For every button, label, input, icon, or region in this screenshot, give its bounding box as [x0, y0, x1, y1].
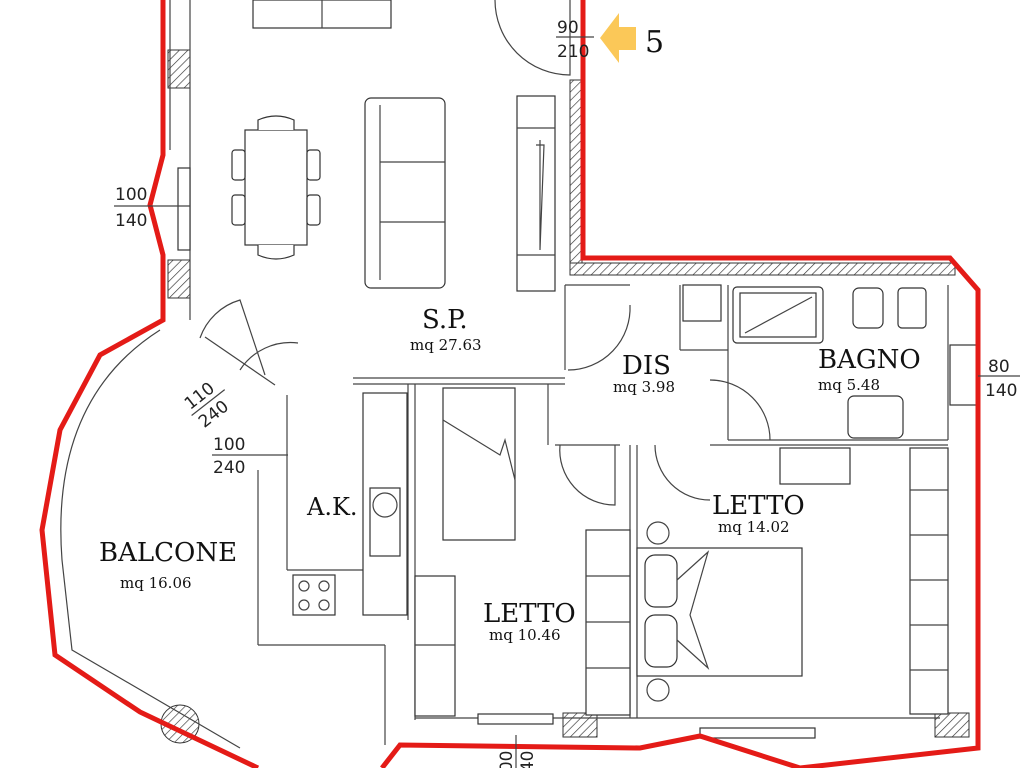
- apartment-outline-right: [380, 0, 981, 768]
- room-name-bagno: BAGNO: [818, 345, 921, 375]
- svg-text:210: 210: [557, 42, 589, 62]
- entrance-number: 5: [645, 25, 664, 60]
- opening-bottom-window: 100 140: [497, 735, 538, 768]
- room-name-letto-small: LETTO: [483, 599, 576, 629]
- svg-text:240: 240: [213, 458, 245, 478]
- svg-text:100: 100: [213, 435, 245, 455]
- opening-balcony-door-1: 110 240: [181, 378, 233, 432]
- room-area-letto-small: mq 10.46: [489, 626, 561, 644]
- svg-text:140: 140: [985, 381, 1017, 401]
- apartment-outline: [39, 0, 260, 768]
- room-area-bagno: mq 5.48: [818, 376, 880, 394]
- opening-entry-door: 90 210: [556, 18, 594, 62]
- svg-text:140: 140: [518, 751, 538, 768]
- room-name-sp: S.P.: [422, 305, 468, 335]
- room-area-sp: mq 27.63: [410, 336, 482, 354]
- opening-left-window: 100 140: [114, 185, 190, 231]
- svg-text:80: 80: [988, 357, 1010, 377]
- svg-text:140: 140: [115, 211, 147, 231]
- entrance-arrow-icon: [600, 13, 636, 63]
- svg-text:100: 100: [497, 751, 517, 768]
- room-area-letto-large: mq 14.02: [718, 518, 790, 536]
- furniture: [60, 0, 979, 749]
- room-area-balcone: mq 16.06: [120, 574, 192, 592]
- svg-text:100: 100: [115, 185, 147, 205]
- room-name-dis: DIS: [622, 351, 671, 381]
- svg-text:90: 90: [557, 18, 579, 38]
- room-name-letto-large: LETTO: [712, 491, 805, 521]
- opening-bath-window: 80 140: [978, 357, 1020, 401]
- opening-balcony-door-2: 100 240: [212, 435, 288, 478]
- room-name-ak: A.K.: [306, 493, 358, 521]
- doors: [199, 0, 771, 506]
- room-area-dis: mq 3.98: [613, 378, 675, 396]
- room-name-balcone: BALCONE: [99, 538, 237, 568]
